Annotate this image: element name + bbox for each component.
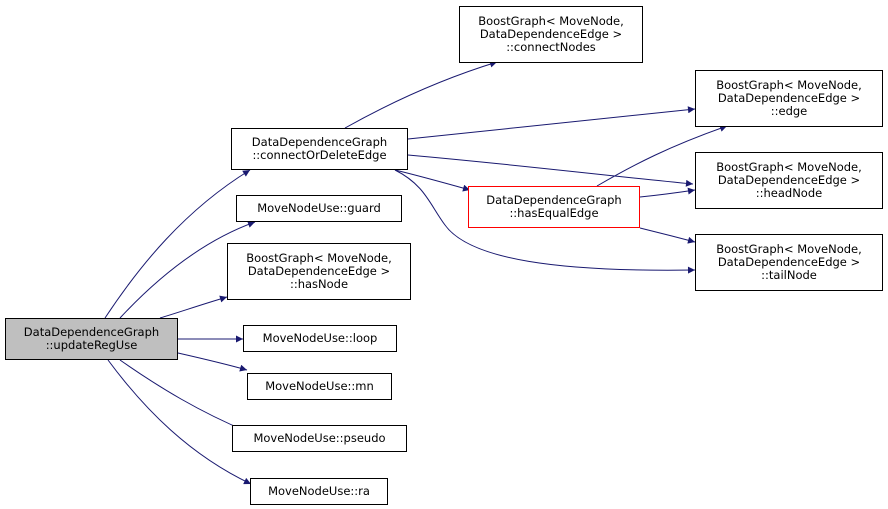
edge-hasEqualEdge-headNode — [639, 187, 696, 198]
node-loop-line1: MoveNodeUse::loop — [262, 331, 378, 345]
node-updateRegUse: DataDependenceGraph ::updateRegUse — [5, 318, 178, 360]
node-connectOrDeleteEdge-line2: ::connectOrDeleteEdge — [252, 148, 387, 162]
node-mn-line1: MoveNodeUse::mn — [265, 379, 374, 393]
node-tailNode[interactable]: BoostGraph< MoveNode, DataDependenceEdge… — [695, 234, 883, 291]
node-hasNode[interactable]: BoostGraph< MoveNode, DataDependenceEdge… — [227, 243, 411, 300]
node-edge-line3: ::edge — [770, 104, 808, 118]
edge-hasEqualEdge-edge — [596, 125, 728, 187]
node-edge-line2: DataDependenceEdge > — [717, 91, 861, 105]
node-hasNode-line1: BoostGraph< MoveNode, — [246, 251, 392, 265]
edge-connectOrDeleteEdge-edge — [407, 106, 696, 140]
edge-connectOrDeleteEdge-headNode — [407, 154, 694, 187]
edge-updateRegUse-guard — [119, 221, 256, 319]
node-pseudo[interactable]: MoveNodeUse::pseudo — [232, 425, 407, 452]
node-headNode-line3: ::headNode — [755, 186, 823, 200]
node-connectOrDeleteEdge[interactable]: DataDependenceGraph ::connectOrDeleteEdg… — [231, 128, 408, 170]
node-guard[interactable]: MoveNodeUse::guard — [236, 195, 402, 222]
node-hasEqualEdge-line1: DataDependenceGraph — [486, 193, 622, 207]
node-hasEqualEdge-line2: ::hasEqualEdge — [509, 206, 599, 220]
node-tailNode-line1: BoostGraph< MoveNode, — [716, 242, 862, 256]
node-ra[interactable]: MoveNodeUse::ra — [250, 478, 388, 505]
edge-connectOrDeleteEdge-tailNode — [394, 169, 696, 274]
node-updateRegUse-line1: DataDependenceGraph — [23, 325, 160, 339]
node-tailNode-line2: DataDependenceEdge > — [717, 255, 861, 269]
edge-updateRegUse-connectOrDeleteEdge — [104, 169, 251, 319]
edge-updateRegUse-hasNode — [159, 295, 228, 319]
node-mn[interactable]: MoveNodeUse::mn — [247, 373, 392, 400]
node-connectNodes-line2: DataDependenceEdge > — [479, 27, 623, 41]
edge-hasEqualEdge-tailNode — [639, 227, 696, 244]
edge-updateRegUse-mn — [177, 352, 248, 372]
node-hasNode-line3: ::hasNode — [289, 277, 349, 291]
node-headNode-line2: DataDependenceEdge > — [717, 173, 861, 187]
edge-updateRegUse-pseudo — [119, 359, 249, 433]
node-updateRegUse-line2: ::updateRegUse — [45, 338, 138, 352]
edge-connectOrDeleteEdge-connectNodes — [344, 60, 498, 129]
node-headNode[interactable]: BoostGraph< MoveNode, DataDependenceEdge… — [695, 152, 883, 209]
node-connectNodes-line3: ::connectNodes — [506, 40, 596, 54]
node-guard-line1: MoveNodeUse::guard — [257, 201, 381, 215]
node-connectNodes-line1: BoostGraph< MoveNode, — [478, 14, 624, 28]
edge-updateRegUse-ra — [107, 359, 252, 485]
node-tailNode-line3: ::tailNode — [761, 268, 817, 282]
node-connectNodes[interactable]: BoostGraph< MoveNode, DataDependenceEdge… — [459, 6, 643, 63]
node-pseudo-line1: MoveNodeUse::pseudo — [253, 431, 386, 445]
node-connectOrDeleteEdge-line1: DataDependenceGraph — [251, 135, 388, 149]
node-hasEqualEdge[interactable]: DataDependenceGraph ::hasEqualEdge — [468, 186, 640, 228]
node-hasNode-line2: DataDependenceEdge > — [247, 264, 391, 278]
node-loop[interactable]: MoveNodeUse::loop — [243, 325, 397, 352]
node-ra-line1: MoveNodeUse::ra — [268, 484, 370, 498]
node-edge-line1: BoostGraph< MoveNode, — [716, 78, 862, 92]
edge-connectOrDeleteEdge-hasEqualEdge — [394, 169, 471, 192]
node-headNode-line1: BoostGraph< MoveNode, — [716, 160, 862, 174]
node-edge[interactable]: BoostGraph< MoveNode, DataDependenceEdge… — [695, 70, 883, 127]
